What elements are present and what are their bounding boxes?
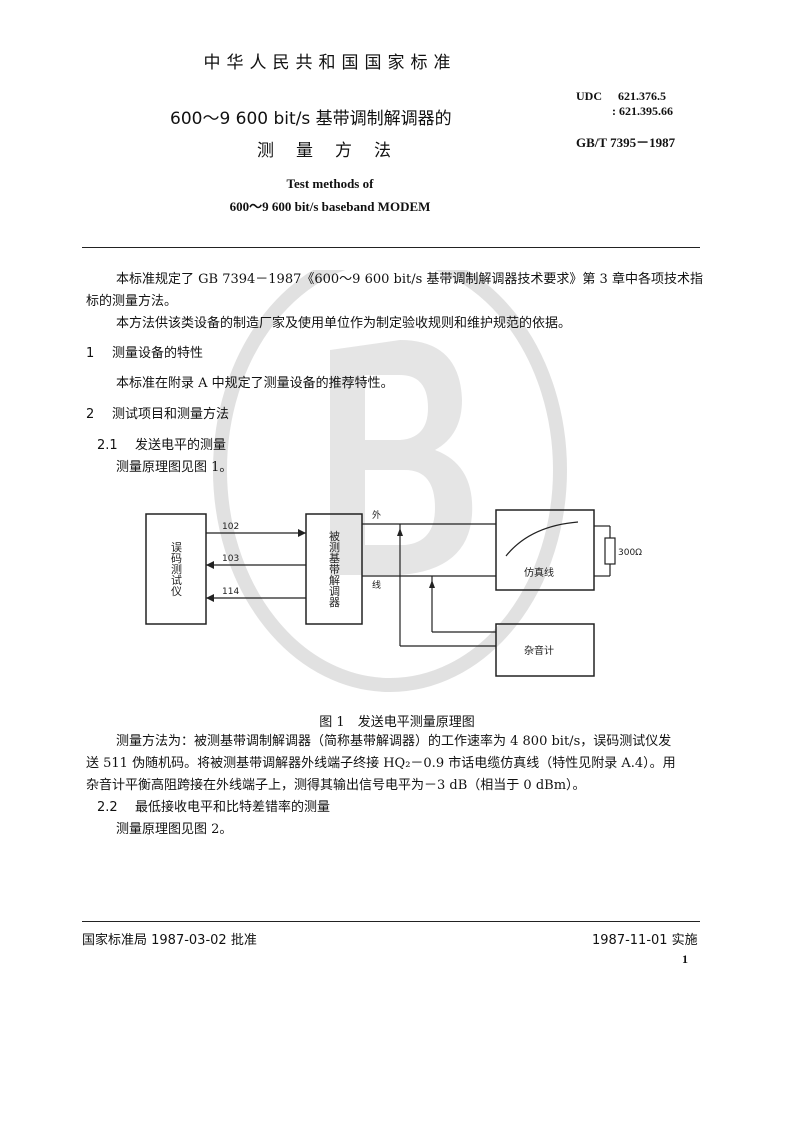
error-tester-label: 误码测试仪	[170, 541, 183, 596]
section-2-number: 2	[86, 407, 95, 422]
resistor-label: 300Ω	[618, 548, 642, 558]
cable-simulator-box	[495, 509, 595, 591]
footer-divider	[82, 921, 700, 922]
section-2-1-text: 测量原理图见图 1。	[116, 460, 233, 475]
signal-102-label: 102	[222, 522, 239, 532]
noise-meter-label: 杂音计	[524, 644, 554, 657]
intro-paragraph-line-1: 本标准规定了 GB 7394－1987《600～9 600 bit/s 基带调制…	[116, 272, 703, 287]
implementation-date: 1987-11-01 实施	[592, 933, 698, 948]
error-tester-box	[145, 513, 207, 625]
section-2-1-number: 2.1	[97, 438, 118, 453]
section-2-2-text: 测量原理图见图 2。	[116, 822, 233, 837]
title-line-1: 600～9 600 bit/s 基带调制解调器的	[170, 109, 452, 129]
dut-label: 被测基带解调器	[328, 530, 341, 608]
header-divider	[82, 247, 700, 248]
figure-1-diagram: 误码测试仪 被测基带解调器 102 103 114 外 线 仿真线 300Ω 杂…	[145, 509, 642, 677]
dut-box	[305, 513, 363, 625]
english-title-line-2: 600～9 600 bit/s baseband MODEM	[229, 199, 431, 214]
line-label: 线	[372, 579, 381, 591]
signal-103-label: 103	[222, 554, 239, 564]
method-line-1: 测量方法为：被测基带调制解调器（简称基带解调器）的工作速率为 4 800 bit…	[116, 734, 672, 749]
intro-paragraph-line-2: 标的测量方法。	[86, 294, 178, 309]
signal-114-label: 114	[222, 587, 239, 597]
cable-simulator-label: 仿真线	[524, 566, 554, 579]
external-label: 外	[372, 509, 381, 521]
standard-number: GB/T 7395－1987	[576, 135, 676, 150]
method-line-2: 送 511 伪随机码。将被测基带调解器外线端子终接 HQ₂－0.9 市话电缆仿真…	[86, 756, 676, 771]
issuing-organization: 中华人民共和国国家标准	[203, 53, 457, 73]
section-2-1-title: 发送电平的测量	[135, 438, 227, 453]
page-number: 1	[682, 952, 688, 966]
title-line-2: 测量方法	[257, 141, 413, 161]
section-1-text: 本标准在附录 A 中规定了测量设备的推荐特性。	[116, 376, 394, 391]
english-title-line-1: Test methods of	[286, 176, 374, 191]
approval-info: 国家标准局 1987-03-02 批准	[82, 933, 257, 948]
section-2-2-number: 2.2	[97, 800, 118, 815]
noise-meter-box	[495, 623, 595, 677]
figure-1-caption: 图 1 发送电平测量原理图	[319, 715, 475, 730]
section-2-2-title: 最低接收电平和比特差错率的测量	[135, 800, 331, 815]
resistor	[604, 537, 616, 565]
udc-label: UDC	[576, 89, 602, 103]
section-2-title: 测试项目和测量方法	[112, 407, 230, 422]
method-line-3: 杂音计平衡高阻跨接在外线端子上，测得其输出信号电平为－3 dB（相当于 0 dB…	[86, 778, 586, 793]
udc-code-1: 621.376.5	[618, 89, 666, 103]
section-1-number: 1	[86, 346, 95, 361]
section-1-title: 测量设备的特性	[112, 346, 204, 361]
udc-code-2: : 621.395.66	[612, 104, 673, 118]
intro-paragraph-2: 本方法供该类设备的制造厂家及使用单位作为制定验收规则和维护规范的依据。	[116, 316, 572, 331]
